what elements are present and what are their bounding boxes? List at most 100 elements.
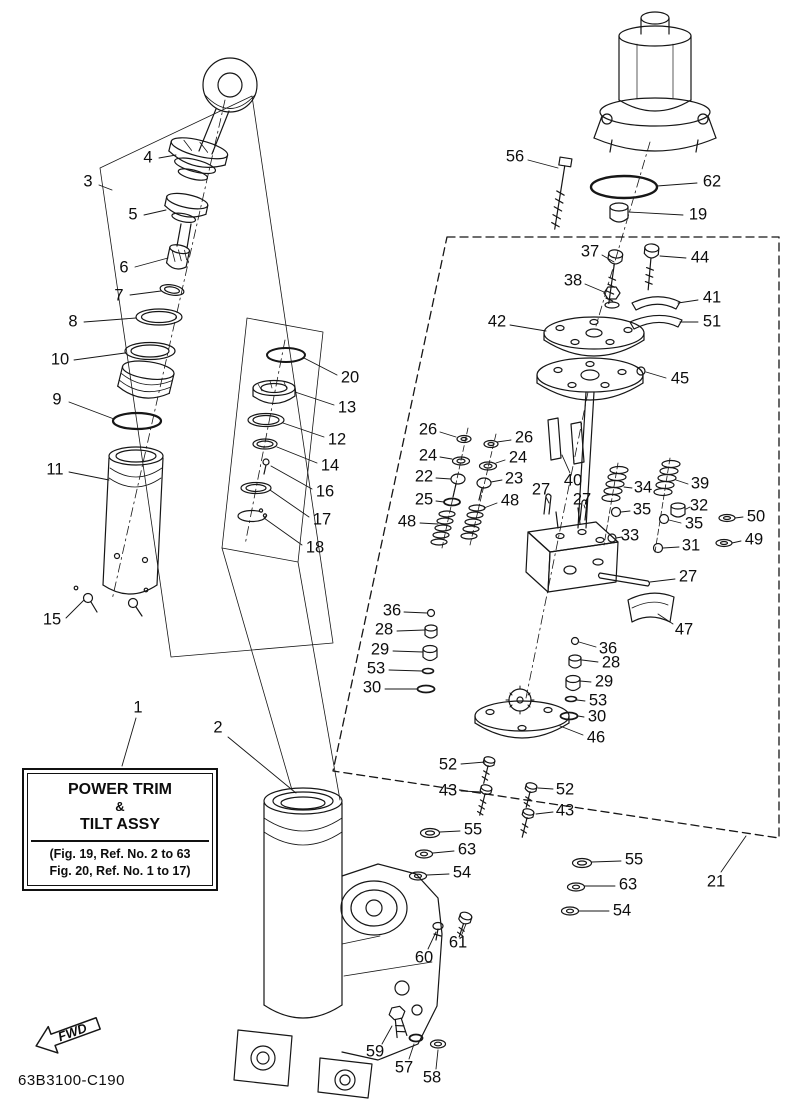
leader-line-55	[439, 830, 461, 833]
leader-line-54	[426, 873, 450, 876]
leader-line-23	[490, 479, 503, 483]
housing-body	[233, 787, 443, 1099]
small-parts-right	[559, 636, 582, 721]
o-ring-57	[408, 1033, 424, 1043]
spring-34	[601, 465, 629, 503]
leader-line-27	[649, 578, 676, 583]
leader-line-27	[545, 496, 550, 504]
leader-line-24	[439, 456, 453, 460]
leader-line-30	[577, 715, 585, 718]
ring-14	[252, 438, 278, 450]
valve-set-a	[430, 434, 472, 546]
leader-line-43	[535, 811, 554, 815]
plug-59	[388, 1005, 408, 1039]
leader-line-53	[388, 669, 423, 672]
title-line-2: &	[115, 799, 125, 815]
ball-35	[610, 506, 622, 518]
leader-line-28	[396, 629, 426, 632]
bolt-44	[643, 243, 660, 291]
leader-line-37	[601, 254, 615, 263]
title-line-3: TILT ASSY	[80, 815, 160, 833]
assembly-title-box: POWER TRIM & TILT ASSY (Fig. 19, Ref. No…	[22, 768, 218, 891]
nut-38	[603, 286, 621, 309]
leader-line-61	[461, 923, 467, 935]
bushing-19	[609, 202, 629, 223]
cylinder-11	[102, 446, 164, 595]
title-line-1: POWER TRIM	[68, 781, 172, 798]
leader-line-55	[591, 860, 622, 863]
leader-line-46	[559, 725, 584, 736]
leader-line-52	[537, 787, 554, 790]
leader-line-6	[134, 257, 169, 268]
leader-line-63	[432, 850, 455, 854]
leader-line-45	[645, 371, 667, 379]
drawing-code: 63B3100-C190	[18, 1072, 125, 1089]
ring-10	[124, 341, 176, 361]
leader-line-19	[628, 211, 684, 216]
pump-unit-boundary	[332, 236, 780, 839]
fig-ref-line-1: (Fig. 19, Ref. No. 2 to 63	[49, 846, 191, 861]
rod-guide-4	[168, 137, 229, 181]
pump-body	[525, 507, 619, 593]
bolt-52-right	[523, 782, 538, 808]
pins-27	[543, 493, 651, 587]
leader-line-31	[662, 546, 680, 549]
leader-line-29	[392, 650, 424, 653]
leader-line-36	[578, 641, 597, 648]
leader-line-53	[576, 699, 586, 702]
leader-line-15	[65, 599, 85, 619]
leader-line-29	[579, 680, 592, 683]
washers-right	[560, 857, 593, 916]
leader-line-26	[439, 431, 457, 438]
leader-line-2	[227, 736, 297, 794]
fwd-label: FWD	[56, 1020, 90, 1044]
leader-line-25	[435, 500, 445, 503]
leader-line-49	[731, 540, 742, 544]
leader-line-21	[720, 835, 747, 873]
leader-line-50	[734, 516, 744, 519]
leader-line-28	[581, 659, 599, 663]
leader-line-27	[583, 504, 586, 509]
fitting-61	[456, 911, 473, 938]
ring-8	[135, 308, 183, 326]
ball-35	[658, 513, 670, 525]
leader-line-48	[419, 522, 439, 525]
leader-line-43	[460, 790, 483, 793]
leader-line-17	[269, 489, 310, 518]
leader-line-22	[435, 477, 452, 480]
filter-47	[627, 592, 675, 623]
leader-line-20	[303, 357, 338, 376]
leader-line-8	[83, 317, 137, 323]
leader-line-26	[496, 439, 512, 443]
ring-17	[240, 481, 272, 495]
plug-60	[432, 921, 444, 941]
leader-line-48	[483, 502, 498, 509]
bushing-6	[165, 244, 191, 270]
leader-line-42	[509, 324, 547, 332]
bolt-56	[551, 156, 573, 230]
valve-set-b	[460, 439, 499, 540]
leader-line-18	[263, 517, 303, 546]
leader-line-13	[294, 391, 335, 406]
leader-line-32	[685, 506, 691, 510]
screw-16	[262, 458, 270, 475]
ball-45	[636, 366, 646, 376]
drive-shaft	[577, 391, 595, 529]
leader-line-57	[408, 1043, 415, 1060]
leader-line-60	[427, 931, 437, 950]
o-ring-9	[111, 411, 163, 431]
piston-rod-eye	[198, 57, 258, 155]
leader-line-14	[276, 446, 318, 464]
leader-line-1	[121, 717, 137, 767]
leader-line-44	[659, 255, 687, 259]
ring-12	[247, 412, 285, 428]
slide-plates-40	[547, 417, 585, 465]
leader-line-47	[657, 613, 674, 625]
coupling-disc	[536, 357, 646, 401]
motor	[593, 11, 717, 153]
bolt-52-left	[481, 756, 496, 784]
fig-ref-line-2: Fig. 20, Ref. No. 1 to 17)	[49, 863, 191, 878]
pivot-pins-15	[73, 585, 149, 617]
